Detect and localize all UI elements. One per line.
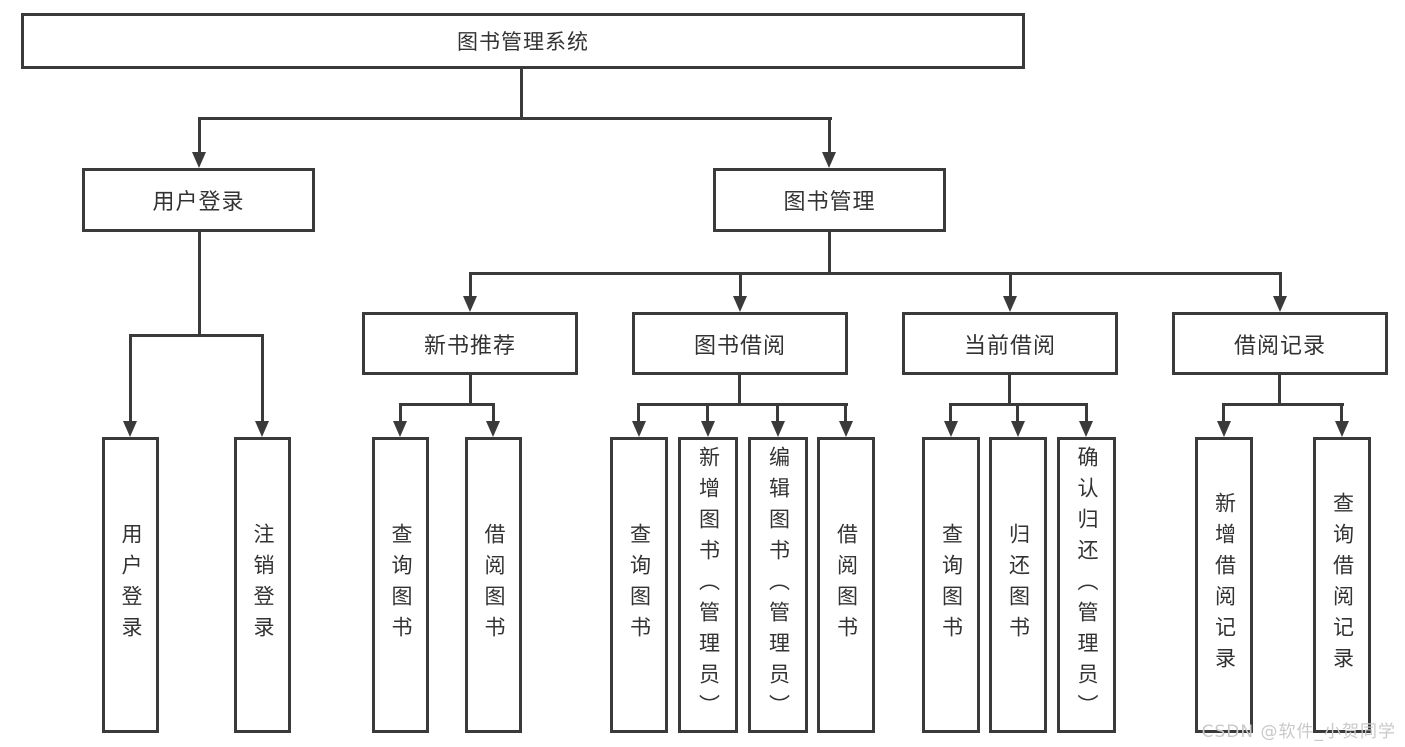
- arrowhead-down-icon: [839, 421, 853, 437]
- connector-line: [1016, 403, 1019, 423]
- connector-line: [1340, 403, 1343, 423]
- leaf-query-books-borrowing: 查询图书: [610, 437, 668, 733]
- node-label: 借阅图书: [482, 523, 506, 647]
- connector-line: [261, 334, 264, 423]
- node-label: 借阅图书: [834, 523, 859, 647]
- node-label: 查询借阅记录: [1330, 492, 1355, 678]
- node-label: 图书管理系统: [457, 30, 589, 54]
- leaf-query-books-current: 查询图书: [922, 437, 980, 733]
- connector-line: [1222, 403, 1344, 406]
- node-label: 编辑图书（管理员）: [766, 445, 791, 725]
- connector-line: [399, 403, 402, 423]
- arrowhead-down-icon: [393, 421, 407, 437]
- connector-line: [706, 403, 709, 423]
- leaf-query-books-recommend: 查询图书: [372, 437, 429, 733]
- arrowhead-down-icon: [1217, 421, 1231, 437]
- connector-line: [198, 117, 201, 155]
- connector-line: [469, 375, 472, 406]
- connector-line: [739, 272, 742, 298]
- connector-line: [198, 117, 832, 120]
- node-borrowing-records: 借阅记录: [1172, 312, 1388, 375]
- arrowhead-down-icon: [944, 421, 958, 437]
- connector-line: [469, 272, 472, 298]
- connector-line: [1222, 403, 1225, 423]
- leaf-add-books-admin: 新增图书（管理员）: [678, 437, 738, 733]
- csdn-watermark: CSDN @软件_小贺同学: [1201, 722, 1396, 742]
- node-label: 用户登录: [152, 190, 245, 215]
- connector-line: [469, 272, 1282, 275]
- node-label: 新书推荐: [423, 333, 516, 359]
- arrowhead-down-icon: [192, 152, 206, 168]
- leaf-edit-books-admin: 编辑图书（管理员）: [748, 437, 808, 733]
- leaf-user-login: 用户登录: [102, 437, 159, 733]
- node-label: 新增图书（管理员）: [696, 445, 721, 725]
- leaf-logout-login: 注销登录: [234, 437, 291, 733]
- node-book-borrowing: 图书借阅: [632, 312, 848, 375]
- node-label: 查询图书: [389, 523, 413, 647]
- connector-line: [129, 334, 264, 337]
- connector-line: [949, 403, 952, 423]
- arrowhead-down-icon: [822, 152, 836, 168]
- node-label: 当前借阅: [963, 333, 1056, 359]
- node-label: 用户登录: [119, 523, 143, 647]
- connector-line: [520, 69, 523, 119]
- leaf-borrow-books-borrowing: 借阅图书: [817, 437, 875, 733]
- node-user-login: 用户登录: [82, 168, 315, 232]
- connector-line: [1009, 272, 1012, 298]
- arrowhead-down-icon: [632, 421, 646, 437]
- node-library-management-system: 图书管理系统: [21, 13, 1025, 69]
- node-label: 查询图书: [627, 523, 652, 647]
- leaf-confirm-return-admin: 确认归还（管理员）: [1057, 437, 1116, 733]
- arrowhead-down-icon: [255, 421, 269, 437]
- arrowhead-down-icon: [701, 421, 715, 437]
- node-current-borrowing: 当前借阅: [902, 312, 1118, 375]
- arrowhead-down-icon: [486, 421, 500, 437]
- connector-line: [1008, 375, 1011, 406]
- node-label: 查询图书: [939, 523, 964, 647]
- connector-line: [399, 403, 495, 406]
- arrowhead-down-icon: [123, 421, 137, 437]
- leaf-add-borrow-record: 新增借阅记录: [1195, 437, 1253, 733]
- leaf-borrow-books-recommend: 借阅图书: [465, 437, 522, 733]
- node-label: 图书管理: [783, 190, 876, 215]
- node-label: 借阅记录: [1233, 333, 1326, 359]
- leaf-query-borrow-record: 查询借阅记录: [1313, 437, 1371, 733]
- connector-line: [1279, 272, 1282, 298]
- arrowhead-down-icon: [771, 421, 785, 437]
- connector-line: [738, 375, 741, 406]
- arrowhead-down-icon: [463, 296, 477, 312]
- connector-line: [828, 117, 831, 155]
- arrowhead-down-icon: [1079, 421, 1093, 437]
- arrowhead-down-icon: [1273, 296, 1287, 312]
- connector-line: [776, 403, 779, 423]
- connector-line: [492, 403, 495, 423]
- connector-line: [637, 403, 848, 406]
- node-label: 确认归还（管理员）: [1075, 445, 1099, 725]
- connector-line: [828, 232, 831, 275]
- node-label: 新增借阅记录: [1212, 492, 1237, 678]
- node-label: 归还图书: [1006, 523, 1031, 647]
- node-new-book-recommendation: 新书推荐: [362, 312, 578, 375]
- connector-line: [198, 232, 201, 336]
- connector-line: [1278, 375, 1281, 406]
- arrowhead-down-icon: [733, 296, 747, 312]
- connector-line: [1085, 403, 1088, 423]
- arrowhead-down-icon: [1003, 296, 1017, 312]
- arrowhead-down-icon: [1335, 421, 1349, 437]
- node-book-management: 图书管理: [713, 168, 946, 232]
- leaf-return-books: 归还图书: [989, 437, 1047, 733]
- arrowhead-down-icon: [1011, 421, 1025, 437]
- connector-line: [844, 403, 847, 423]
- node-label: 图书借阅: [693, 333, 786, 359]
- connector-line: [637, 403, 640, 423]
- connector-line: [129, 334, 132, 423]
- node-label: 注销登录: [251, 523, 275, 647]
